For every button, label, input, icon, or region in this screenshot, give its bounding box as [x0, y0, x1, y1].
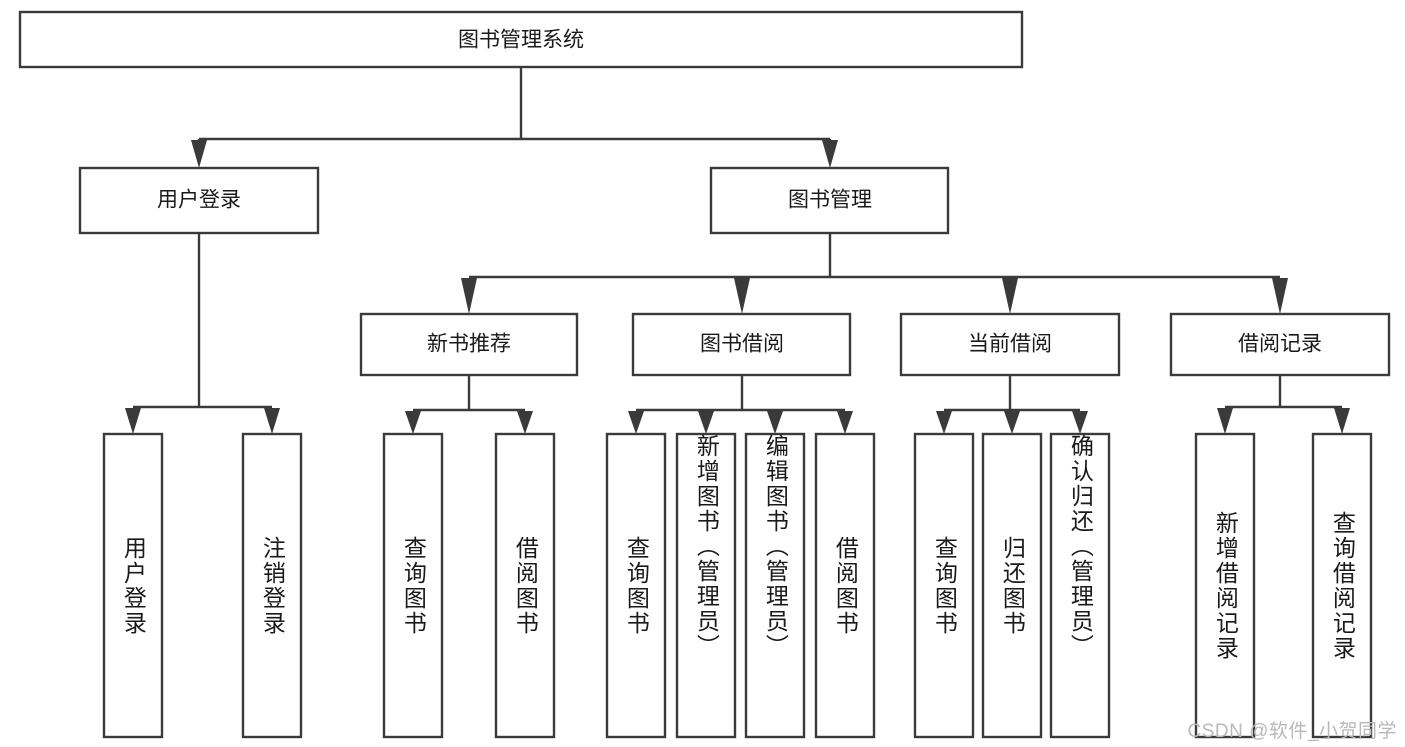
arrowhead-leaf-book-borrow-1: [698, 411, 714, 434]
node-box-borrow-record[interactable]: [1169, 312, 1391, 377]
node-label-root: 图书管理系统: [458, 29, 584, 52]
leaf-box-user-login-1[interactable]: [241, 432, 303, 739]
node-label-new-book-recommend: 新书推荐: [427, 333, 511, 356]
leaf-box-current-borrow-2[interactable]: [1049, 432, 1111, 739]
leaf-box-new-book-1[interactable]: [494, 432, 556, 739]
arrowhead-leaf-user-login-1: [264, 408, 280, 434]
arrowhead-leaf-book-borrow-3: [837, 411, 853, 434]
node-label-user-login: 用户登录: [157, 189, 241, 212]
connector-group-book-manage: [461, 233, 1288, 314]
arrowhead-leaf-user-login-0: [125, 408, 141, 434]
connector-group-current-borrow: [936, 375, 1088, 434]
leaf-box-book-borrow-2[interactable]: [744, 432, 806, 739]
node-box-current-borrow[interactable]: [899, 312, 1121, 377]
arrowhead-to-book-manage: [822, 140, 838, 168]
node-label-book-manage: 图书管理: [788, 189, 872, 212]
arrowhead-leaf-borrow-record-1: [1334, 408, 1350, 434]
connector-group-borrow-record: [1217, 375, 1350, 434]
connector-group-root: [191, 67, 838, 168]
arrowhead-to-user-login: [191, 140, 207, 168]
leaf-box-new-book-0[interactable]: [382, 432, 444, 739]
arrowhead-to-book-borrow: [734, 278, 750, 314]
connector-group-user-login: [125, 233, 280, 434]
leaf-box-current-borrow-0[interactable]: [913, 432, 975, 739]
node-box-book-manage[interactable]: [709, 166, 950, 235]
leaf-box-borrow-record-1[interactable]: [1311, 432, 1373, 739]
arrowhead-leaf-borrow-record-0: [1217, 408, 1233, 434]
arrowhead-leaf-new-book-0: [405, 411, 421, 434]
arrowhead-to-borrow-record: [1272, 278, 1288, 314]
node-box-new-book-recommend[interactable]: [359, 312, 579, 377]
arrowhead-leaf-current-borrow-0: [936, 411, 952, 434]
node-box-book-borrow[interactable]: [631, 312, 852, 377]
leaf-box-book-borrow-3[interactable]: [814, 432, 876, 739]
watermark-label: CSDN @软件_小贺同学: [1187, 721, 1397, 742]
leaf-box-user-login-0[interactable]: [102, 432, 164, 739]
node-box-root[interactable]: [18, 10, 1024, 69]
node-box-user-login[interactable]: [78, 166, 320, 235]
arrowhead-to-current-borrow: [1002, 278, 1018, 314]
node-label-book-borrow: 图书借阅: [700, 333, 784, 356]
arrowhead-leaf-current-borrow-2: [1072, 411, 1088, 434]
leaf-box-current-borrow-1[interactable]: [981, 432, 1043, 739]
connector-group-book-borrow: [628, 375, 853, 434]
arrowhead-leaf-current-borrow-1: [1004, 411, 1020, 434]
arrowhead-leaf-book-borrow-2: [767, 411, 783, 434]
arrowhead-leaf-book-borrow-0: [628, 411, 644, 434]
leaf-box-book-borrow-0[interactable]: [605, 432, 667, 739]
connector-group-new-book: [405, 375, 533, 434]
arrowhead-leaf-new-book-1: [517, 411, 533, 434]
leaf-box-borrow-record-0[interactable]: [1194, 432, 1256, 739]
arrowhead-to-new-book: [461, 278, 477, 314]
node-label-current-borrow: 当前借阅: [968, 333, 1052, 356]
node-label-borrow-record: 借阅记录: [1238, 333, 1322, 356]
leaf-box-book-borrow-1[interactable]: [675, 432, 737, 739]
